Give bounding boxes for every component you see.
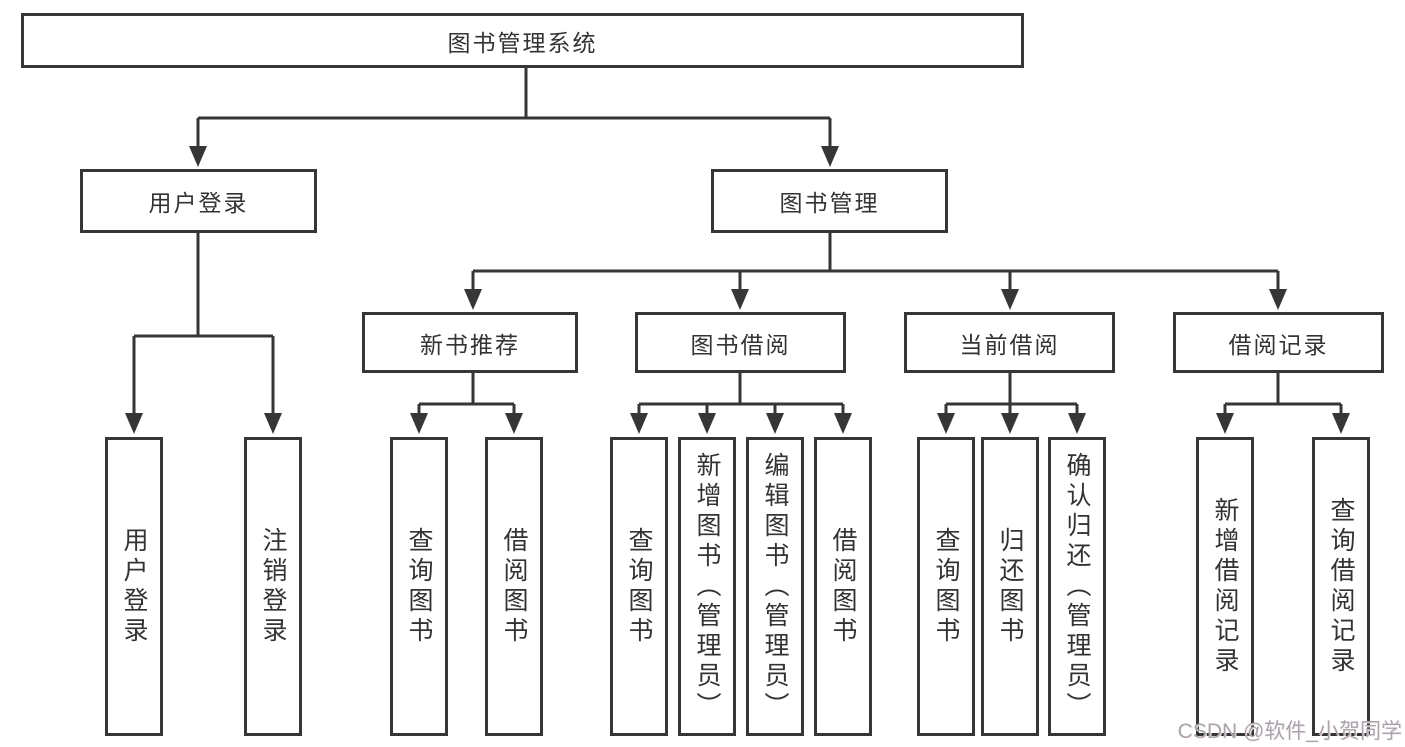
- node-current-borrowing: 当前借阅: [904, 312, 1115, 373]
- leaf-borrow-books: 借阅图书: [814, 437, 872, 736]
- arrowhead: [630, 413, 648, 434]
- arrowhead: [125, 413, 143, 434]
- arrowhead: [410, 413, 428, 434]
- leaf-label: 借阅图书: [829, 526, 857, 647]
- leaf-label: 借阅图书: [500, 526, 528, 647]
- leaf-return-books: 归还图书: [981, 437, 1039, 736]
- node-book-borrowing: 图书借阅: [635, 312, 846, 373]
- leaf-label: 查询图书: [932, 526, 960, 647]
- leaf-add-book-admin: 新增图书（管理员）: [678, 437, 736, 736]
- leaf-label: 新增图书（管理员）: [693, 451, 721, 722]
- arrowhead: [264, 413, 282, 434]
- arrowhead: [937, 413, 955, 434]
- leaf-label: 查询图书: [625, 526, 653, 647]
- arrowhead: [1068, 413, 1086, 434]
- leaf-add-borrow-record: 新增借阅记录: [1196, 437, 1254, 736]
- leaf-query-books-recommend: 查询图书: [390, 437, 448, 736]
- arrowhead: [1001, 413, 1019, 434]
- leaf-label: 新增借阅记录: [1211, 496, 1239, 677]
- leaf-label: 用户登录: [120, 526, 148, 647]
- arrowhead: [731, 289, 749, 310]
- arrowhead: [189, 146, 207, 167]
- node-new-book-recommend: 新书推荐: [362, 312, 578, 373]
- arrowhead: [1216, 413, 1234, 434]
- arrowhead: [1001, 289, 1019, 310]
- arrowhead: [1332, 413, 1350, 434]
- node-borrowing-records: 借阅记录: [1173, 312, 1384, 373]
- node-library-management-system: 图书管理系统: [21, 13, 1024, 68]
- leaf-query-books-borrow: 查询图书: [610, 437, 668, 736]
- node-user-login: 用户登录: [80, 169, 317, 233]
- leaf-label: 编辑图书（管理员）: [761, 451, 789, 722]
- arrowhead: [1269, 289, 1287, 310]
- leaf-edit-book-admin: 编辑图书（管理员）: [746, 437, 804, 736]
- leaf-label: 归还图书: [996, 526, 1024, 647]
- arrowhead: [766, 413, 784, 434]
- tree-connectors: [132, 68, 1343, 416]
- csdn-watermark: CSDN @软件_小贺同学: [1177, 720, 1402, 743]
- arrowhead: [821, 146, 839, 167]
- leaf-label: 查询借阅记录: [1327, 496, 1355, 677]
- arrowhead: [505, 413, 523, 434]
- leaf-confirm-return-admin: 确认归还（管理员）: [1048, 437, 1106, 736]
- arrowhead: [464, 289, 482, 310]
- arrowhead: [698, 413, 716, 434]
- leaf-borrow-books-recommend: 借阅图书: [485, 437, 543, 736]
- leaf-label: 注销登录: [259, 526, 287, 647]
- arrowhead: [834, 413, 852, 434]
- leaf-user-login: 用户登录: [105, 437, 163, 736]
- leaf-label: 确认归还（管理员）: [1063, 451, 1091, 722]
- leaf-label: 查询图书: [405, 526, 433, 647]
- node-book-management: 图书管理: [711, 169, 948, 233]
- leaf-query-borrow-record: 查询借阅记录: [1312, 437, 1370, 736]
- leaf-query-books-current: 查询图书: [917, 437, 975, 736]
- leaf-logout: 注销登录: [244, 437, 302, 736]
